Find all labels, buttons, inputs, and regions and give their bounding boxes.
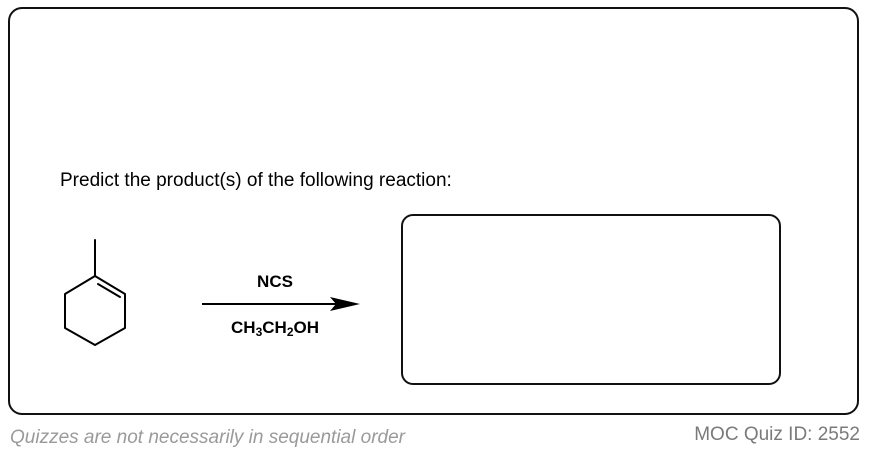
reagent-ethanol-part3: OH [293,318,320,337]
1-methylcyclohexene-structure-icon [64,239,126,346]
quiz-id: MOC Quiz ID: 2552 [694,424,860,445]
reagent-ethanol-sub1: 3 [255,325,263,339]
reagent-ethanol-part1: CH [231,318,256,337]
footer-note: Quizzes are not necessarily in sequentia… [10,427,405,448]
reagent-ncs: NCS [257,272,293,291]
reagent-ethanol-sub2: 2 [286,325,294,339]
reaction-arrow-icon [202,297,360,311]
answer-box[interactable] [401,214,781,385]
reagent-ethanol-part2: CH [262,318,287,337]
reagent-ethanol: CH3CH2OH [205,318,345,339]
question-text: Predict the product(s) of the following … [60,170,452,191]
